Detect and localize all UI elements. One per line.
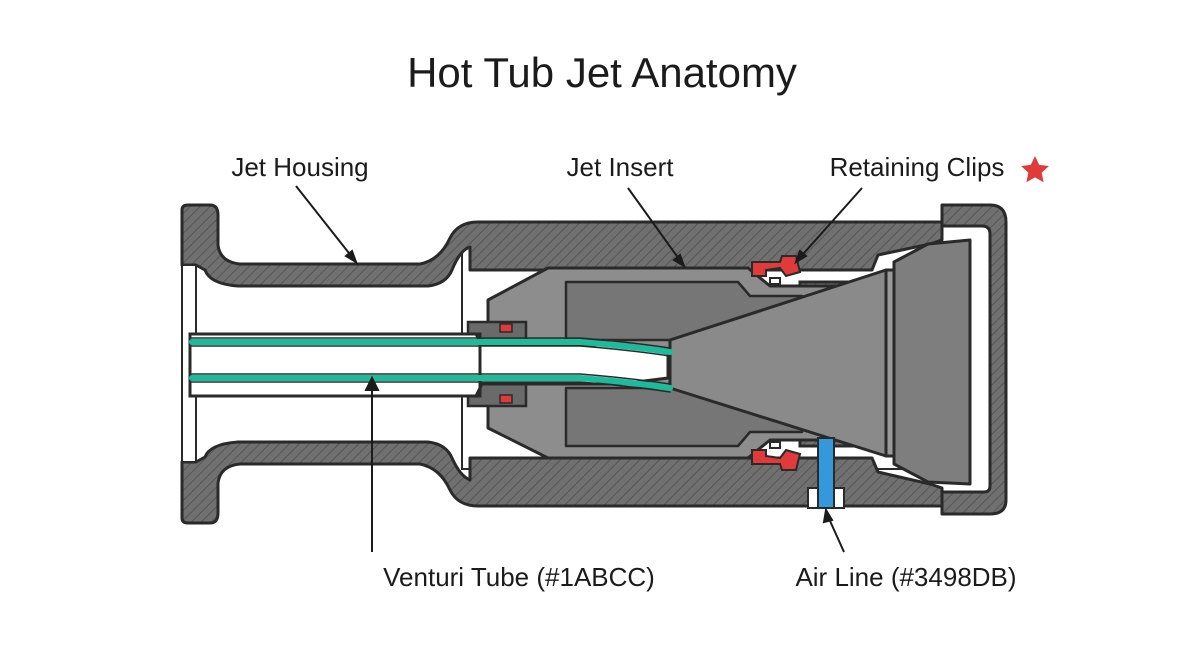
air-line <box>807 437 845 509</box>
page-title: Hot Tub Jet Anatomy <box>407 49 797 96</box>
star-icon <box>1021 156 1049 183</box>
label-venturi-tube: Venturi Tube (#1ABCC) <box>383 562 655 592</box>
inlet-seals <box>499 323 513 404</box>
label-air-line: Air Line (#3498DB) <box>795 562 1016 592</box>
venturi-tube <box>189 337 673 393</box>
label-retaining-clips: Retaining Clips <box>830 152 1005 182</box>
retaining-clips <box>751 255 802 471</box>
label-jet-insert: Jet Insert <box>567 152 675 182</box>
label-jet-housing: Jet Housing <box>231 152 368 182</box>
jet-insert <box>486 238 972 486</box>
leader-lines <box>295 185 863 553</box>
